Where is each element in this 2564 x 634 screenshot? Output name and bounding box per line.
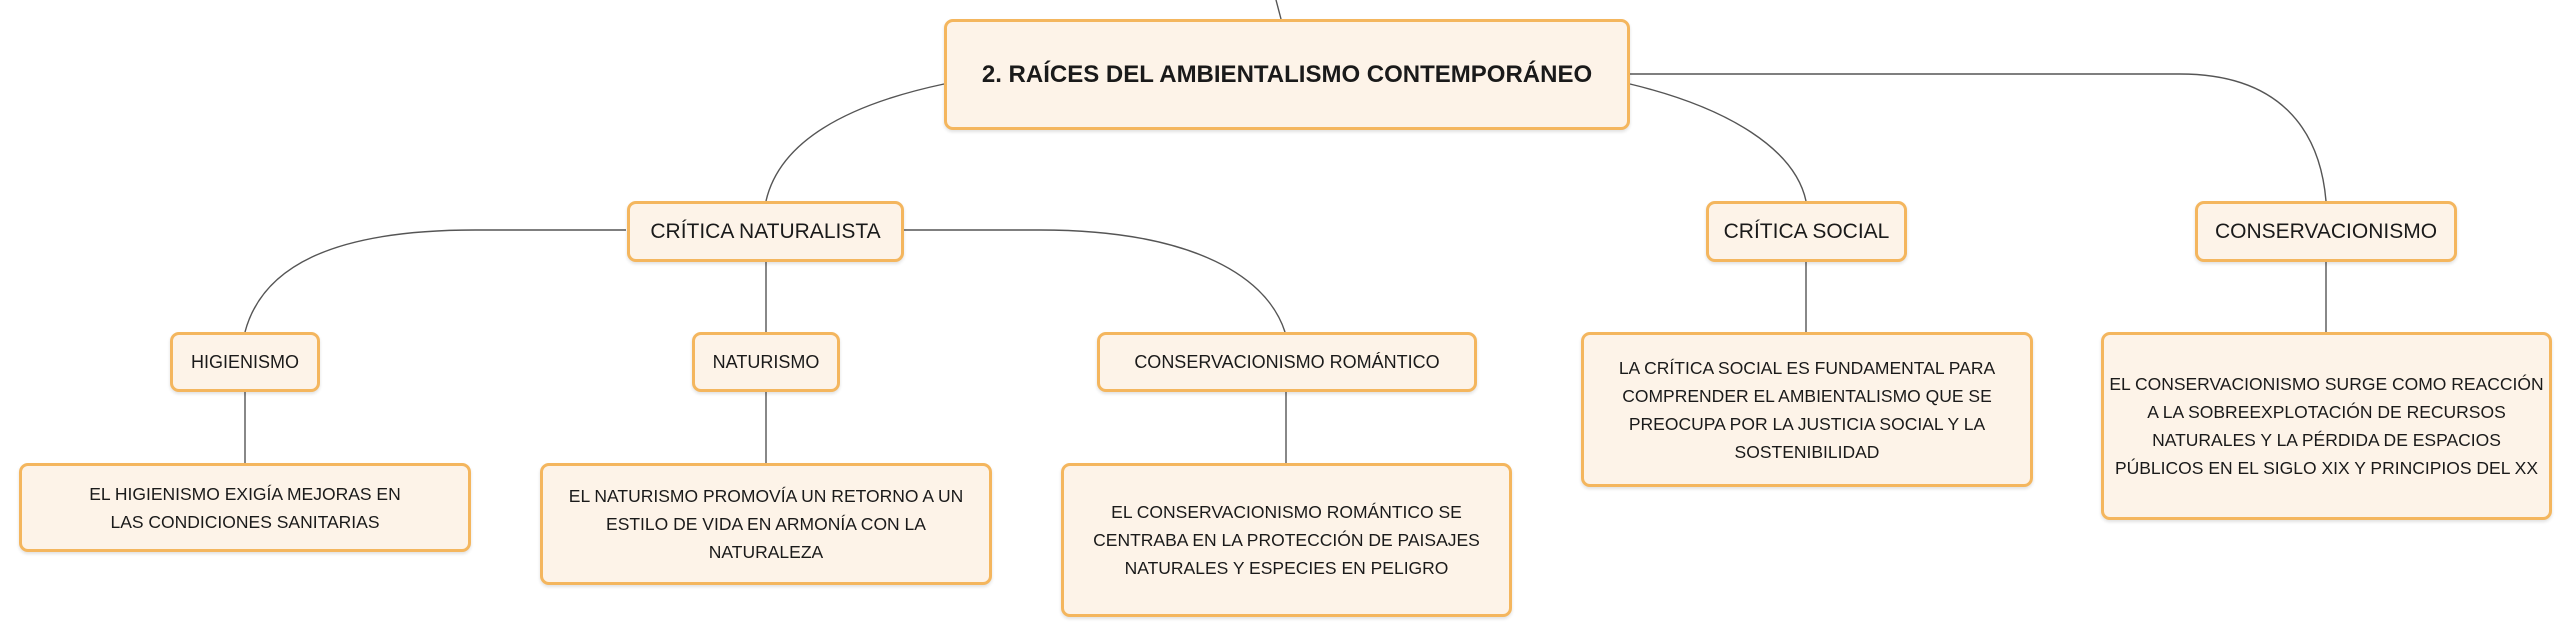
conservacionismo-romantico-node[interactable]: CONSERVACIONISMO ROMÁNTICO: [1097, 332, 1477, 392]
connector-cn-conservacionismo-romantico: [904, 229, 1286, 333]
conservacionismo-romantico-description-node[interactable]: EL CONSERVACIONISMO ROMÁNTICO SE CENTRAB…: [1061, 463, 1512, 617]
critica-social-node[interactable]: CRÍTICA SOCIAL: [1706, 201, 1907, 262]
connector-root-critica-naturalista: [765, 83, 945, 202]
naturismo-node[interactable]: NATURISMO: [692, 332, 840, 392]
critica-naturalista-node[interactable]: CRÍTICA NATURALISTA: [627, 201, 904, 262]
higienismo-node[interactable]: HIGIENISMO: [170, 332, 320, 392]
critica-social-description-node[interactable]: LA CRÍTICA SOCIAL ES FUNDAMENTAL PARA CO…: [1581, 332, 2033, 487]
connector-top-stub: [1275, 0, 1282, 20]
root-node[interactable]: 2. RAÍCES DEL AMBIENTALISMO CONTEMPORÁNE…: [944, 19, 1630, 130]
connector-root-critica-social: [1629, 83, 1807, 202]
naturismo-description-node[interactable]: EL NATURISMO PROMOVÍA UN RETORNO A UN ES…: [540, 463, 992, 585]
connector-cn-higienismo: [244, 229, 626, 333]
connector-root-conservacionismo: [1630, 73, 2327, 202]
higienismo-description-node[interactable]: EL HIGIENISMO EXIGÍA MEJORAS EN LAS COND…: [19, 463, 471, 552]
conservacionismo-description-node[interactable]: EL CONSERVACIONISMO SURGE COMO REACCIÓN …: [2101, 332, 2552, 520]
conservacionismo-node[interactable]: CONSERVACIONISMO: [2195, 201, 2457, 262]
